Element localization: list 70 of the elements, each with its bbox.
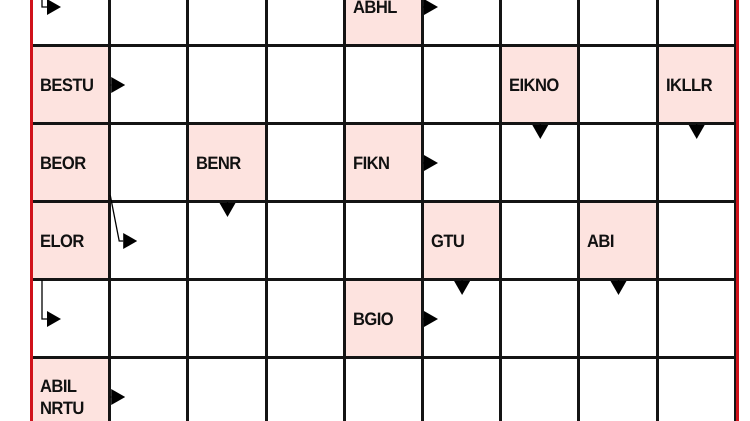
answer-cell <box>187 45 267 124</box>
pointer-arrow <box>41 0 61 15</box>
pointer-arrow <box>110 389 126 405</box>
pointer-arrow <box>423 155 438 171</box>
clue-text: FIKN <box>352 152 390 174</box>
clue-cell <box>344 279 423 358</box>
pointer-arrow <box>454 280 470 295</box>
answer-cell <box>109 279 188 358</box>
pointer-arrow <box>423 311 438 327</box>
answer-cell <box>500 357 580 421</box>
clue-text: BGIO <box>352 308 393 330</box>
clue-text: BEOR <box>40 152 86 174</box>
answer-cell <box>187 279 267 358</box>
clue-cell <box>31 201 110 280</box>
pointer-arrow <box>110 194 138 249</box>
answer-cell <box>266 45 345 124</box>
answer-cell <box>578 45 658 124</box>
clue-cell <box>31 123 110 202</box>
answer-cell <box>500 123 580 202</box>
answer-cell <box>578 357 658 421</box>
clue-cell <box>656 45 736 124</box>
clue-text: IKLLR <box>666 74 712 96</box>
answer-cell <box>578 279 658 358</box>
answer-cell <box>500 201 580 280</box>
answer-cell <box>500 279 580 358</box>
answer-cell <box>656 279 736 358</box>
answer-cell <box>422 357 502 421</box>
answer-cell <box>422 279 502 358</box>
clue-cell <box>344 123 423 202</box>
answer-cell <box>109 357 188 421</box>
clue-cell <box>422 201 502 280</box>
pointer-arrow <box>610 280 626 295</box>
answer-cell <box>578 123 658 202</box>
answer-cell <box>31 279 110 358</box>
pointer-arrow <box>220 202 236 217</box>
pointer-arrow <box>41 280 61 327</box>
answer-cell <box>266 357 345 421</box>
answer-cell <box>422 123 502 202</box>
clue-text: EIKNO <box>509 74 559 96</box>
clue-text: BENR <box>196 152 242 174</box>
answer-cell <box>187 357 267 421</box>
answer-cell <box>266 201 345 280</box>
clue-cell <box>187 123 267 202</box>
clue-text: BESTU <box>40 74 94 96</box>
answer-cell <box>422 45 502 124</box>
clue-text: GTU <box>431 230 464 252</box>
pointer-arrow <box>110 77 126 93</box>
clue-cell <box>578 201 658 280</box>
clue-text: ABHL <box>352 0 397 18</box>
answer-cell <box>656 201 736 280</box>
pointer-arrow <box>532 124 548 139</box>
answer-cell <box>266 123 345 202</box>
clue-text: ELOR <box>40 230 84 252</box>
answer-cell <box>656 123 736 202</box>
clue-cell <box>31 45 110 124</box>
answer-cell <box>187 201 267 280</box>
answer-cell <box>266 279 345 358</box>
clue-text: ABIL NRTU <box>40 374 85 418</box>
answer-cell <box>109 123 188 202</box>
answer-cell <box>344 357 423 421</box>
answer-cell <box>656 357 736 421</box>
clue-cell <box>500 45 580 124</box>
clue-text: ABI <box>587 230 614 252</box>
answer-cell <box>109 45 188 124</box>
pointer-arrow <box>423 0 438 15</box>
pointer-arrow <box>688 124 705 139</box>
answer-cell <box>344 201 423 280</box>
answer-cell <box>109 201 188 280</box>
answer-cell <box>344 45 423 124</box>
clue-cell <box>31 357 110 421</box>
